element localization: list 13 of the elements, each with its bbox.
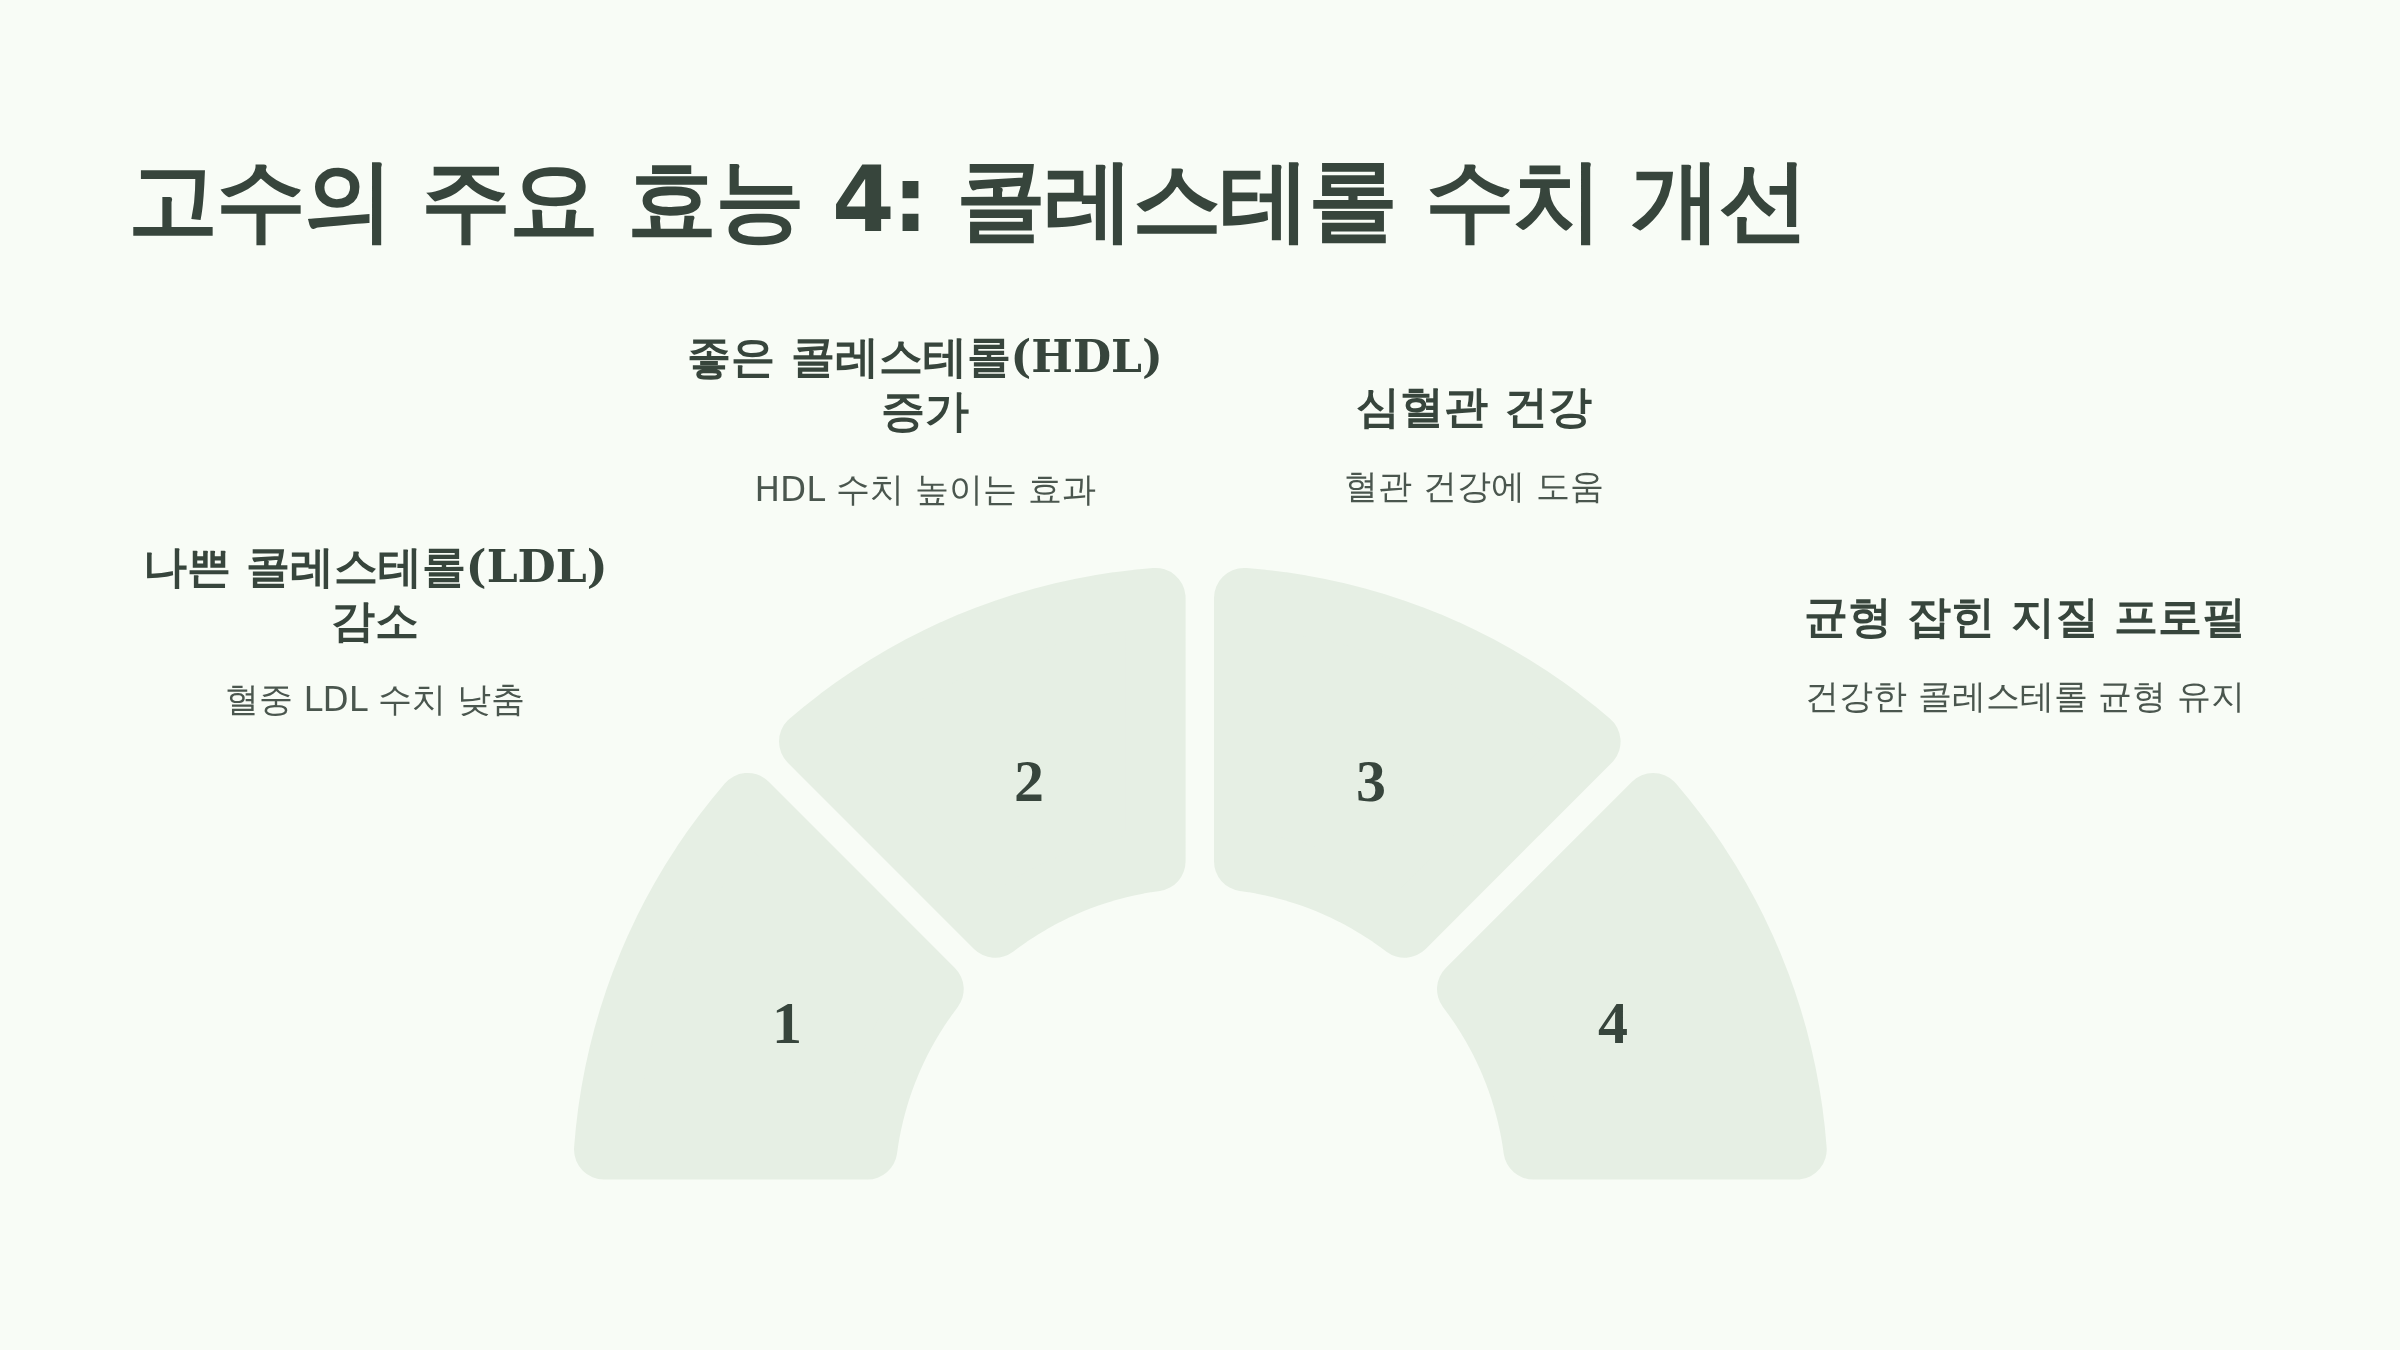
title: 고수의 주요 효능 4: 콜레스테롤 수치 개선 bbox=[128, 146, 1807, 254]
step-number: 4 bbox=[1597, 988, 1628, 1058]
step-description: 혈관 건강에 도움 bbox=[1344, 464, 1604, 508]
step-description: 혈중 LDL 수치 낮춤 bbox=[224, 678, 526, 722]
step-heading: 좋은 콜레스테롤(HDL) 증가 bbox=[686, 330, 1164, 438]
step-number: 1 bbox=[772, 988, 802, 1058]
step-description: HDL 수치 높이는 효과 bbox=[754, 468, 1096, 512]
step-heading: 나쁜 콜레스테롤(LDL) 감소 bbox=[141, 540, 609, 648]
step-description: 건강한 콜레스테롤 균형 유지 bbox=[1804, 674, 2246, 718]
step-heading: 심혈관 건강 bbox=[1355, 380, 1593, 434]
step-number: 2 bbox=[1013, 746, 1044, 816]
step-number: 3 bbox=[1356, 746, 1387, 816]
step-heading: 균형 잡힌 지질 프로필 bbox=[1803, 590, 2247, 644]
